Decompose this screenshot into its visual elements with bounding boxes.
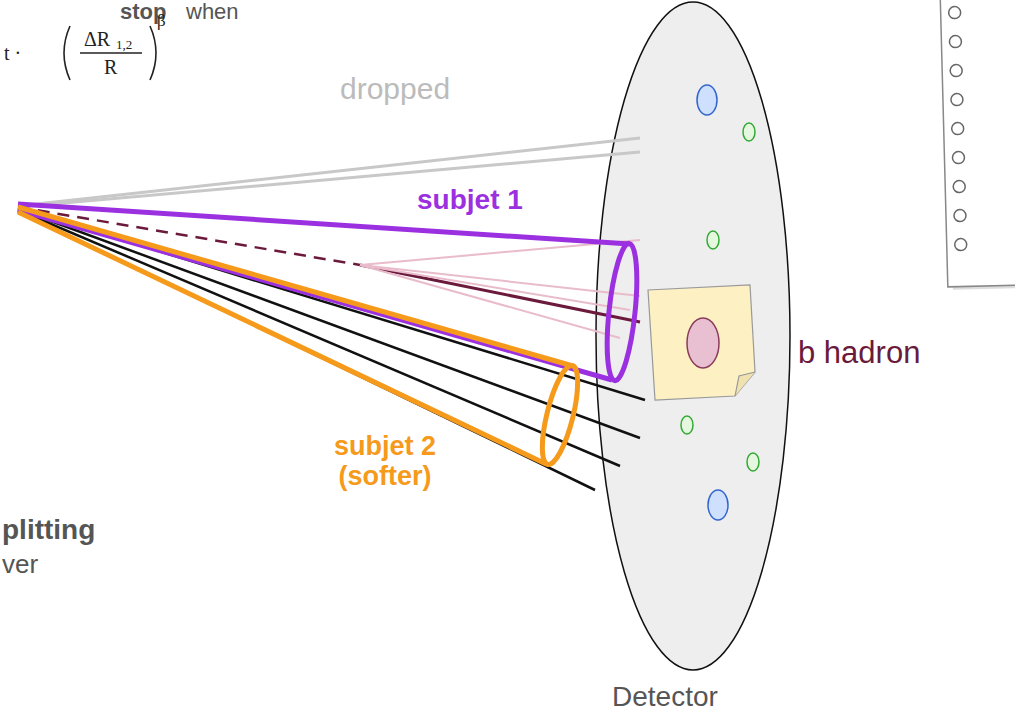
formula-subscript: 1,2: [116, 38, 132, 52]
formula-brackets: [64, 26, 156, 80]
note-text: ver: [2, 550, 38, 579]
dropped-label: dropped: [340, 72, 450, 105]
dropped-lines: [18, 138, 640, 207]
formula-text: ΔR: [84, 28, 110, 50]
note-text: when: [186, 0, 239, 24]
notebook-icon: [940, 0, 1015, 290]
subjet-label: subjet 1: [417, 185, 523, 216]
formula-text: t ·: [4, 42, 21, 64]
subjet-label: subjet 2 (softer): [318, 432, 452, 491]
subjet-cone: [18, 204, 642, 382]
b-hadron-marker: [648, 285, 755, 400]
formula-exponent: β: [157, 12, 166, 31]
note-text: plitting: [2, 515, 95, 546]
detector-label: Detector: [612, 682, 718, 713]
particle-lines: [18, 208, 645, 490]
subjet-cone: [18, 207, 585, 468]
formula-text: R: [104, 56, 117, 78]
b-hadron-label: b hadron: [798, 336, 920, 370]
